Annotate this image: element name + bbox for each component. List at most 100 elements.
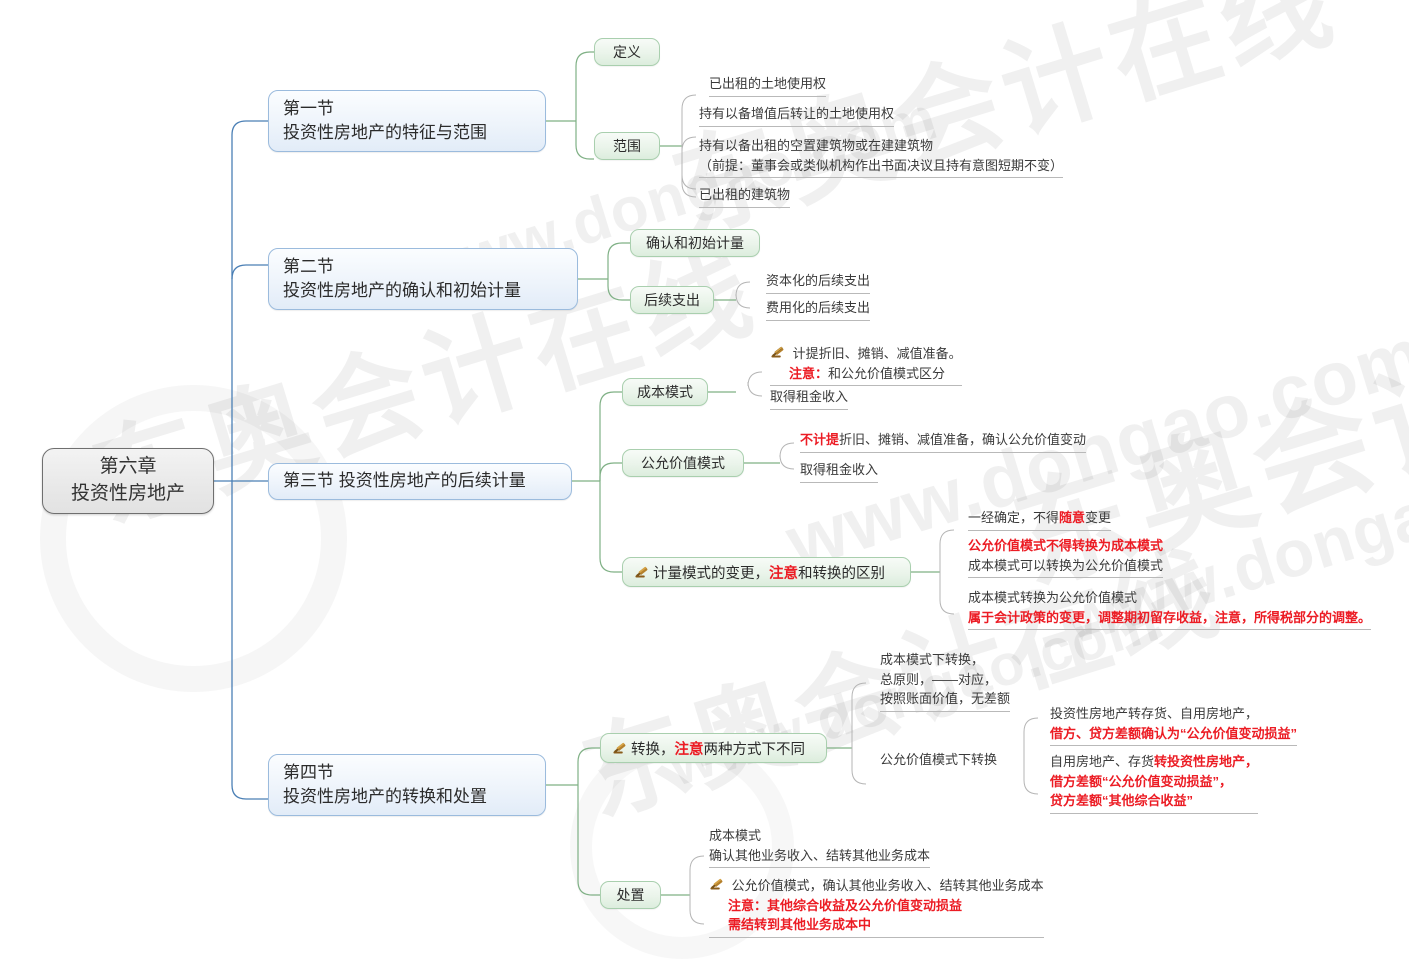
- leaf-scope-2-text: 持有以备增值后转让的土地使用权: [699, 106, 895, 121]
- leaf-change-once-a: 一经确定，不得: [968, 510, 1060, 525]
- leaf-cost-model-rent-text: 取得租金收入: [770, 389, 849, 404]
- gavel-icon: [612, 741, 627, 756]
- leaf-fair-value-rent-text: 取得租金收入: [800, 462, 879, 477]
- leaf-conversion-fair-out-l2: 借方、贷方差额确认为“公允价值变动损益”: [1050, 725, 1298, 741]
- leaf-capitalized-expenditure-text: 资本化的后续支出: [766, 273, 871, 288]
- leaf-conversion-fair-label: 公允价值模式下转换: [880, 752, 998, 767]
- section-node-3[interactable]: 第三节 投资性房地产的后续计量: [268, 463, 572, 500]
- subnode-cost-model-label: 成本模式: [637, 384, 693, 400]
- leaf-change-direction-l1: 公允价值模式不得转换为成本模式: [968, 538, 1164, 553]
- leaf-conversion-fair-in-l1a: 自用房地产、存货: [1050, 754, 1155, 769]
- section-3-title: 第三节 投资性房地产的后续计量: [283, 471, 526, 491]
- leaf-conversion-fair-in: 自用房地产、存货转投资性房地产， 借方差额“公允价值变动损益”， 贷方差额“其他…: [1050, 752, 1259, 814]
- leaf-scope-4-text: 已出租的建筑物: [699, 187, 791, 202]
- leaf-change-once-red: 随意: [1059, 510, 1086, 525]
- leaf-disposal-fair-l2: 注意：其他综合收益及公允价值变动损益: [728, 897, 963, 913]
- leaf-scope-4: 已出租的建筑物: [699, 185, 791, 208]
- subnode-subsequent-expenditure-label: 后续支出: [644, 292, 700, 308]
- subnode-measurement-change[interactable]: 计量模式的变更，注意和转换的区别: [622, 557, 911, 587]
- subnode-scope-label: 范围: [613, 138, 641, 154]
- leaf-conversion-fair-in-l3: 贷方差额“其他综合收益”: [1050, 793, 1194, 808]
- leaf-conversion-fair-in-l2: 借方差额“公允价值变动损益”，: [1050, 773, 1233, 789]
- leaf-cost-model-line1-text: 计提折旧、摊销、减值准备。: [792, 346, 962, 361]
- leaf-conversion-fair-out: 投资性房地产转存货、自用房地产， 借方、贷方差额确认为“公允价值变动损益”: [1050, 704, 1298, 746]
- subnode-subsequent-expenditure[interactable]: 后续支出: [630, 286, 714, 314]
- leaf-capitalized-expenditure: 资本化的后续支出: [766, 271, 871, 294]
- root-title-line1: 第六章: [99, 456, 157, 478]
- watermark-brand-1: 东奥会计在线: [659, 0, 1350, 254]
- leaf-change-policy-l2: 属于会计政策的变更，调整期初留存收益，注意，所得税部分的调整。: [968, 609, 1372, 625]
- subnode-measurement-change-label-b: 和转换的区别: [798, 565, 885, 582]
- watermark-ring-left: [40, 385, 347, 692]
- subnode-disposal[interactable]: 处置: [600, 881, 661, 909]
- subnode-measurement-change-label-a: 计量模式的变更，: [653, 565, 769, 582]
- section-4-line1: 第四节: [283, 762, 334, 782]
- leaf-conversion-fair-mode: 公允价值模式下转换: [880, 750, 997, 772]
- gavel-icon: [770, 345, 785, 360]
- leaf-expensed-expenditure-text: 费用化的后续支出: [766, 300, 871, 315]
- subnode-measurement-change-note: 注意: [769, 565, 798, 582]
- section-1-line2: 投资性房地产的特征与范围: [283, 123, 487, 142]
- leaf-scope-1: 已出租的土地使用权: [709, 74, 827, 97]
- leaf-conversion-cost-mode: 成本模式下转换， 总原则，——对应， 按照账面价值，无差额: [880, 650, 1011, 712]
- leaf-fair-value-rest: 折旧、摊销、减值准备，确认公允价值变动: [839, 432, 1087, 447]
- leaf-cost-model-depreciation: 计提折旧、摊销、减值准备。 注意：和公允价值模式区分: [770, 344, 962, 386]
- subnode-conversion-note: 注意: [674, 741, 704, 758]
- leaf-scope-2: 持有以备增值后转让的土地使用权: [699, 104, 895, 127]
- leaf-cost-model-rent: 取得租金收入: [770, 387, 849, 410]
- leaf-change-policy: 成本模式转换为公允价值模式 属于会计政策的变更，调整期初留存收益，注意，所得税部…: [968, 588, 1372, 630]
- section-node-1[interactable]: 第一节 投资性房地产的特征与范围: [268, 90, 546, 152]
- leaf-scope-3-line1: 持有以备出租的空置建筑物或在建建筑物: [699, 138, 934, 153]
- subnode-definition-label: 定义: [613, 44, 641, 60]
- section-1-line1: 第一节: [283, 98, 334, 118]
- leaf-disposal-cost-mode: 成本模式 确认其他业务收入、结转其他业务成本: [709, 826, 931, 868]
- leaf-change-direction-l2: 成本模式可以转换为公允价值模式: [968, 557, 1164, 573]
- leaf-conversion-cost-l1: 成本模式下转换，: [880, 652, 985, 667]
- gavel-icon: [709, 877, 724, 892]
- leaf-disposal-cost-l1: 成本模式: [709, 828, 762, 843]
- leaf-fair-value-rent: 取得租金收入: [800, 460, 879, 483]
- subnode-fair-value-model[interactable]: 公允价值模式: [622, 449, 744, 477]
- leaf-disposal-fair-mode: 公允价值模式，确认其他业务收入、结转其他业务成本 注意：其他综合收益及公允价值变…: [709, 876, 1044, 938]
- subnode-fair-value-model-label: 公允价值模式: [641, 455, 725, 471]
- subnode-recognition[interactable]: 确认和初始计量: [630, 229, 760, 257]
- leaf-disposal-fair-l1: 公允价值模式，确认其他业务收入、结转其他业务成本: [709, 876, 1044, 896]
- subnode-conversion-label-a: 转换，: [631, 741, 675, 758]
- leaf-fair-value-no-depreciation: 不计提折旧、摊销、减值准备，确认公允价值变动: [800, 430, 1087, 453]
- section-4-line2: 投资性房地产的转换和处置: [283, 787, 487, 806]
- leaf-change-once-determined: 一经确定，不得随意变更: [968, 508, 1112, 531]
- leaf-cost-model-line2: 注意：和公允价值模式区分: [770, 364, 962, 384]
- leaf-cost-model-note-rest: 和公允价值模式区分: [828, 365, 946, 381]
- subnode-disposal-label: 处置: [616, 887, 645, 903]
- subnode-conversion[interactable]: 转换，注意两种方式下不同: [600, 733, 827, 763]
- section-node-4[interactable]: 第四节 投资性房地产的转换和处置: [268, 754, 546, 816]
- leaf-conversion-cost-l2: 总原则，——对应，: [880, 671, 998, 687]
- leaf-change-once-b: 变更: [1085, 510, 1112, 525]
- leaf-cost-model-note-label: 注意：: [789, 365, 829, 381]
- section-2-line2: 投资性房地产的确认和初始计量: [283, 281, 521, 300]
- subnode-definition[interactable]: 定义: [594, 38, 660, 66]
- leaf-change-direction: 公允价值模式不得转换为成本模式 成本模式可以转换为公允价值模式: [968, 536, 1164, 578]
- leaf-expensed-expenditure: 费用化的后续支出: [766, 298, 871, 321]
- leaf-scope-3: 持有以备出租的空置建筑物或在建建筑物 （前提：董事会或类似机构作出书面决议且持有…: [699, 136, 1064, 178]
- leaf-conversion-fair-in-l1: 自用房地产、存货转投资性房地产，: [1050, 752, 1258, 772]
- leaf-conversion-cost-l3: 按照账面价值，无差额: [880, 691, 1011, 706]
- leaf-disposal-fair-l3: 需结转到其他业务成本中: [728, 917, 872, 932]
- root-title-line2: 投资性房地产: [70, 483, 185, 504]
- section-2-line1: 第二节: [283, 256, 334, 276]
- leaf-fair-value-red: 不计提: [800, 432, 840, 447]
- leaf-conversion-fair-in-l1b: 转投资性房地产，: [1154, 754, 1259, 769]
- leaf-scope-3-line2: （前提：董事会或类似机构作出书面决议且持有意图短期不变）: [699, 157, 1064, 173]
- leaf-cost-model-line1: 计提折旧、摊销、减值准备。: [770, 344, 962, 364]
- leaf-conversion-fair-out-l1: 投资性房地产转存货、自用房地产，: [1050, 706, 1259, 721]
- leaf-disposal-cost-l2: 确认其他业务收入、结转其他业务成本: [709, 847, 931, 863]
- subnode-recognition-label: 确认和初始计量: [646, 235, 744, 251]
- section-node-2[interactable]: 第二节 投资性房地产的确认和初始计量: [268, 248, 578, 310]
- subnode-cost-model[interactable]: 成本模式: [622, 378, 708, 406]
- subnode-scope[interactable]: 范围: [594, 132, 660, 160]
- leaf-disposal-fair-l1-text: 公允价值模式，确认其他业务收入、结转其他业务成本: [731, 878, 1044, 893]
- root-node[interactable]: 第六章 投资性房地产: [42, 448, 214, 514]
- leaf-scope-1-text: 已出租的土地使用权: [709, 76, 827, 91]
- leaf-change-policy-l1: 成本模式转换为公允价值模式: [968, 590, 1138, 605]
